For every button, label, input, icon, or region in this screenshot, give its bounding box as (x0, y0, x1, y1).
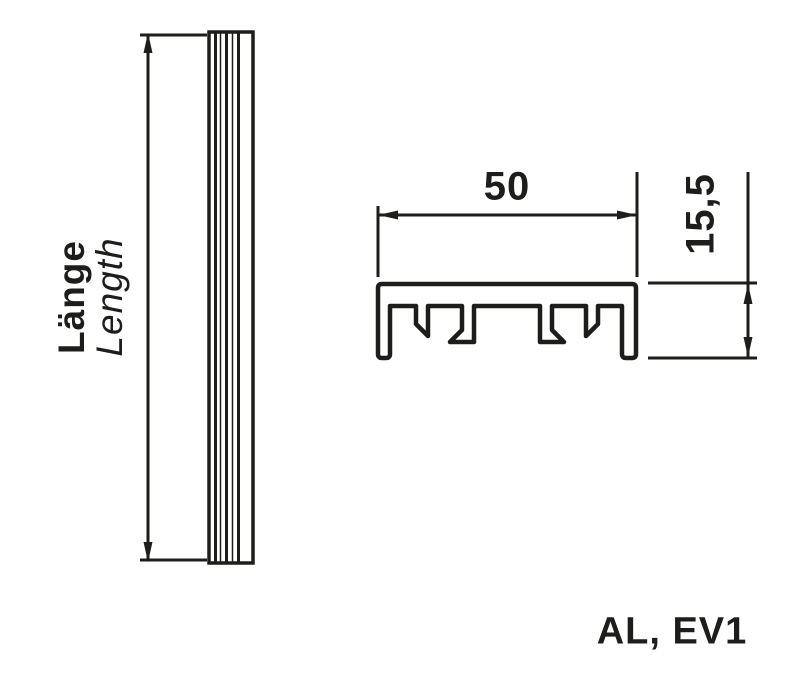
length-label-de: Länge (51, 240, 92, 354)
profile-cross-section-outline (375, 281, 639, 361)
material-label: AL, EV1 (596, 610, 748, 653)
profile-cross-section-view (375, 281, 639, 361)
height-dimension-label: 15,5 (678, 173, 723, 255)
width-dimension (376, 172, 639, 277)
arrowhead-up-icon (743, 284, 753, 304)
width-dimension-label: 50 (483, 164, 531, 209)
arrowhead-up-icon (143, 33, 153, 53)
length-label-en: Length (89, 237, 130, 357)
length-dimension (140, 33, 207, 562)
arrowhead-left-icon (378, 210, 398, 220)
arrowhead-down-icon (143, 542, 153, 562)
arrowhead-right-icon (617, 210, 637, 220)
arrowhead-down-icon (743, 337, 753, 357)
profile-side-view (207, 30, 255, 565)
height-dimension (648, 172, 757, 360)
